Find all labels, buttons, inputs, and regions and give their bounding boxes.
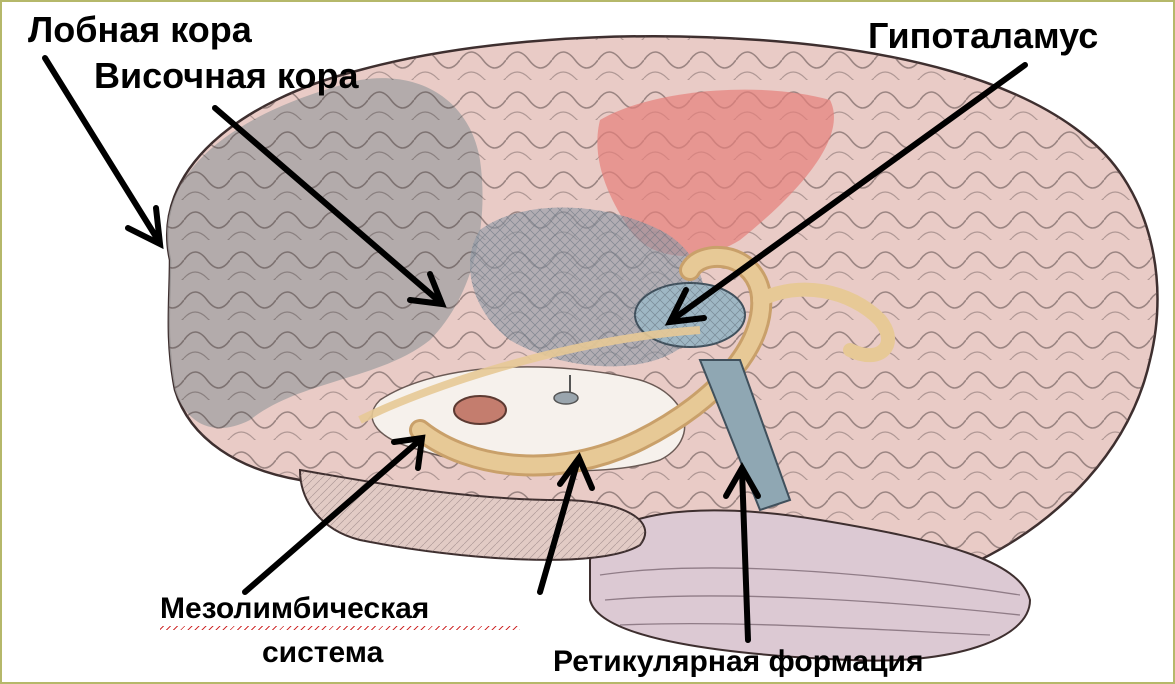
label-reticular-formation: Ретикулярная формация — [553, 647, 924, 677]
label-frontal-cortex: Лобная кора — [28, 12, 252, 48]
label-mesolimbic-line1: Мезолимбическая — [160, 594, 429, 624]
label-hypothalamus: Гипоталамус — [868, 18, 1098, 54]
amygdala — [454, 396, 506, 424]
label-temporal-cortex: Височная кора — [94, 58, 358, 94]
spellcheck-underline — [160, 626, 520, 630]
label-mesolimbic-line2: система — [262, 638, 383, 668]
